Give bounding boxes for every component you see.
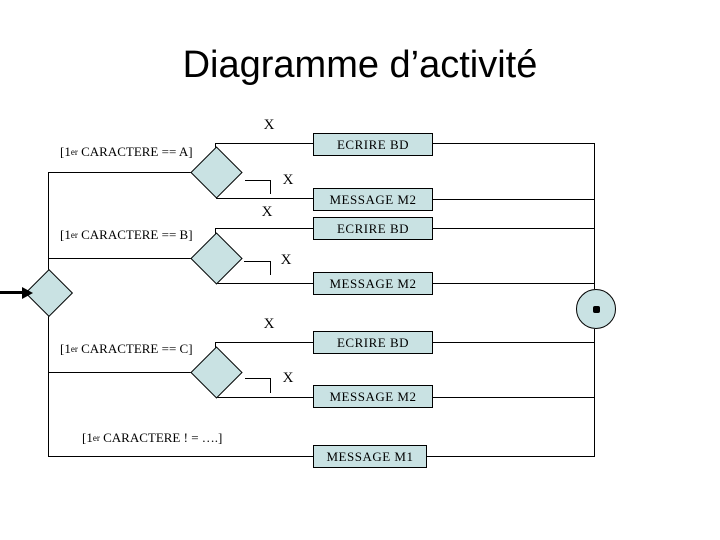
activity-node-ecrire-bd-2: ECRIRE BD	[313, 217, 433, 240]
flow-line-b-to-ecrire-bd	[215, 228, 313, 229]
condition-label-a: [1er CARACTERE == A]	[60, 144, 193, 160]
activity-node-message-m2-2: MESSAGE M2	[313, 272, 433, 295]
condition-text: [1	[82, 430, 93, 445]
elbow-connector-b-h	[244, 261, 270, 262]
decision-diamond-b	[190, 232, 243, 285]
flow-line-rail-to-diamond-a	[48, 172, 216, 173]
flow-line-ecrire1-to-rail	[433, 143, 594, 144]
condition-text: CARACTERE == A]	[77, 144, 193, 159]
elbow-connector-a-h	[245, 180, 270, 181]
object-label-x-5: X	[263, 316, 275, 332]
object-label-x-6: X	[282, 370, 294, 386]
elbow-connector-c-h	[245, 378, 270, 379]
activity-node-message-m2-1: MESSAGE M2	[313, 188, 433, 211]
initial-flow-arrowhead-icon	[22, 287, 33, 299]
decision-diamond-c	[190, 346, 243, 399]
condition-ordinal-suffix: er	[70, 230, 78, 240]
flow-line-c-to-message-m2	[216, 397, 313, 398]
flow-line-a-to-message-m2	[216, 198, 313, 199]
flow-line-right-rail-lower	[594, 329, 595, 457]
condition-text: CARACTERE ! = ….]	[99, 430, 223, 445]
activity-label: MESSAGE M2	[329, 388, 417, 404]
flow-line-ecrire2-to-rail	[433, 228, 594, 229]
flow-line-ecrire3-to-rail	[433, 342, 594, 343]
flow-line-rail-to-diamond-b	[48, 258, 216, 259]
object-label-x-4: X	[280, 252, 292, 268]
condition-ordinal-suffix: er	[70, 147, 78, 157]
activity-label: ECRIRE BD	[336, 220, 410, 236]
elbow-connector-c-v	[270, 378, 271, 393]
condition-text: CARACTERE == B]	[77, 227, 193, 242]
activity-label: MESSAGE M2	[329, 275, 417, 291]
condition-text: [1	[60, 227, 71, 242]
flow-line-m2a-to-rail	[433, 199, 594, 200]
flow-line-b-to-message-m2	[216, 283, 313, 284]
flow-line-c-to-ecrire-bd	[215, 342, 313, 343]
activity-label: ECRIRE BD	[336, 334, 410, 350]
flow-line-a-to-ecrire-bd	[215, 143, 313, 144]
flow-line-m2c-to-rail	[433, 397, 594, 398]
condition-label-default: [1er CARACTERE ! = ….]	[82, 430, 222, 446]
decision-diamond-a	[190, 146, 243, 199]
activity-label: ECRIRE BD	[336, 136, 410, 152]
condition-label-b: [1er CARACTERE == B]	[60, 227, 193, 243]
condition-text: CARACTERE == C]	[77, 341, 193, 356]
slide-title: Diagramme d’activité	[182, 44, 538, 86]
initial-flow-arrow-line	[0, 291, 22, 294]
final-state-dot-icon	[593, 306, 600, 313]
object-label-x-3: X	[261, 204, 273, 220]
object-label-x-2: X	[282, 172, 294, 188]
flow-line-right-rail-upper	[594, 143, 595, 289]
flow-line-c-top-stub	[215, 342, 216, 348]
condition-text: [1	[60, 341, 71, 356]
flow-line-rail-to-diamond-c	[48, 372, 216, 373]
flow-line-a-top-stub	[215, 143, 216, 149]
condition-text: [1	[60, 144, 71, 159]
activity-node-ecrire-bd-1: ECRIRE BD	[313, 133, 433, 156]
activity-label: MESSAGE M1	[326, 448, 414, 464]
condition-ordinal-suffix: er	[92, 433, 100, 443]
activity-node-ecrire-bd-3: ECRIRE BD	[313, 331, 433, 354]
activity-node-message-m2-3: MESSAGE M2	[313, 385, 433, 408]
condition-label-c: [1er CARACTERE == C]	[60, 341, 193, 357]
flow-line-m2b-to-rail	[433, 283, 594, 284]
elbow-connector-b-v	[270, 261, 271, 275]
elbow-connector-a-v	[270, 180, 271, 194]
activity-label: MESSAGE M2	[329, 191, 417, 207]
activity-node-message-m1: MESSAGE M1	[313, 445, 427, 468]
object-label-x-1: X	[263, 117, 275, 133]
flow-line-b-top-stub	[215, 228, 216, 234]
condition-ordinal-suffix: er	[70, 344, 78, 354]
